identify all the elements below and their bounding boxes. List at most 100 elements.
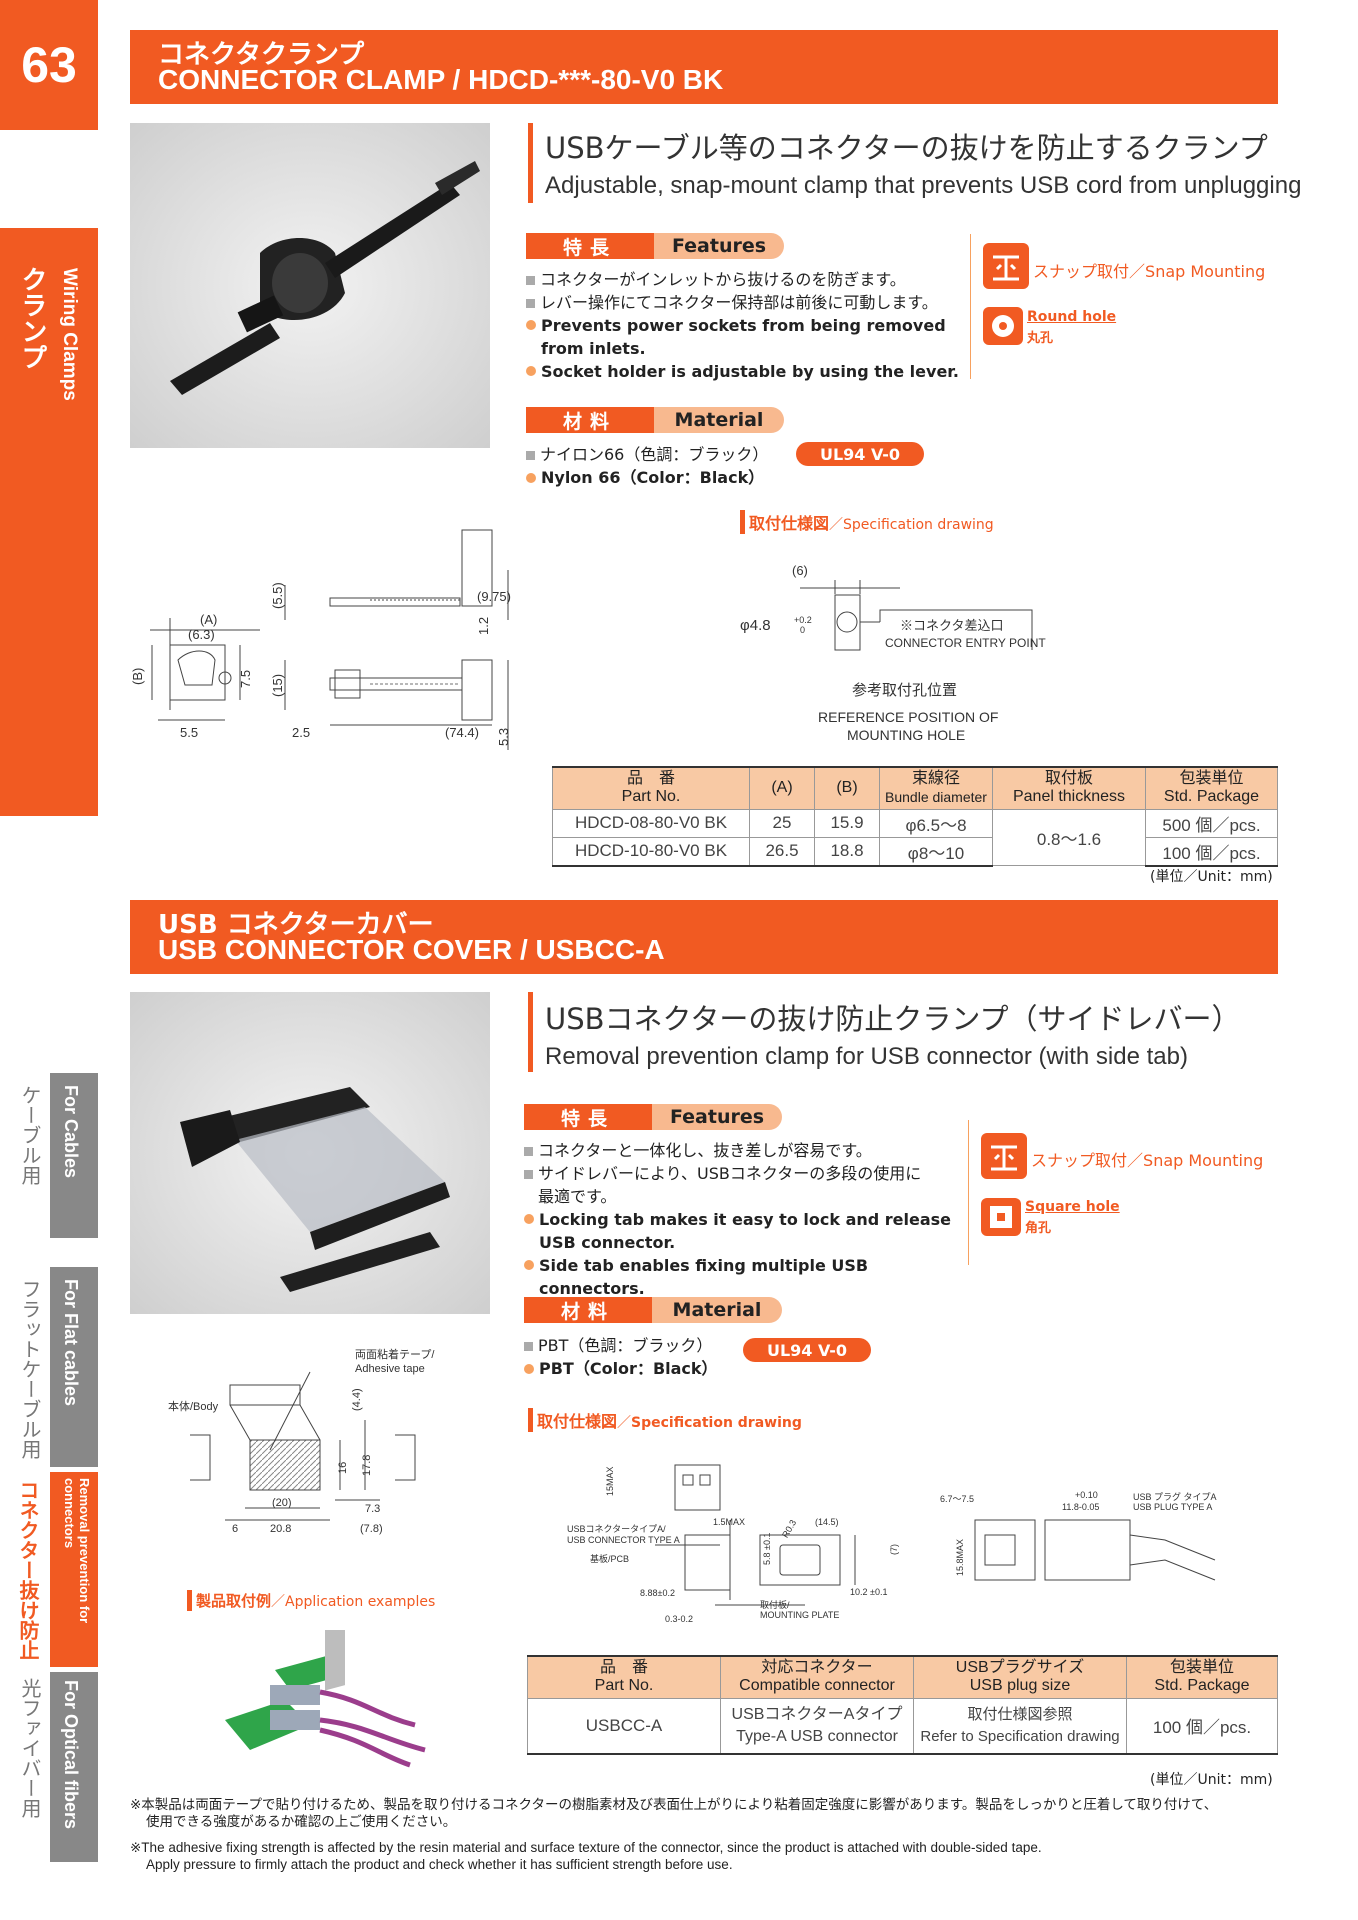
- section2-headline-en: Removal prevention clamp for USB connect…: [545, 1043, 1188, 1070]
- section1-hole-en: Round hole: [1027, 309, 1117, 325]
- svg-text:本体/Body: 本体/Body: [168, 1399, 219, 1413]
- svg-text:USB CONNECTOR TYPE A: USB CONNECTOR TYPE A: [567, 1535, 680, 1545]
- svg-text:(6): (6): [792, 563, 808, 578]
- connector-clamp-image: [130, 123, 490, 448]
- tab-for-cables-en: For Cables: [61, 1085, 81, 1179]
- section2-title-en: USB CONNECTOR COVER / USBCC-A: [158, 934, 665, 965]
- svg-text:(7): (7): [889, 1544, 899, 1555]
- tab-for-flat-cables-en: For Flat cables: [61, 1279, 81, 1407]
- svg-text:MOUNTING HOLE: MOUNTING HOLE: [847, 727, 965, 743]
- svg-text:8.88±0.2: 8.88±0.2: [640, 1588, 675, 1598]
- svg-text:基板/PCB: 基板/PCB: [590, 1553, 629, 1564]
- section2-headline-jp: USBコネクターの抜け防止クランプ（サイドレバー）: [545, 1002, 1241, 1036]
- svg-text:15.8MAX: 15.8MAX: [955, 1539, 965, 1576]
- list-item: Prevents power sockets from being remove…: [526, 314, 966, 360]
- section1-dimension-drawing: (A) (6.3) (B) (5.5) 1.2 (9.75) 7.5 (15) …: [130, 529, 511, 750]
- svg-text:0.3-0.2: 0.3-0.2: [665, 1614, 693, 1624]
- section1-product-photo: [130, 123, 490, 448]
- svg-text:(B): (B): [130, 668, 145, 685]
- section2-spec-label: 取付仕様図／Specification drawing: [528, 1408, 802, 1432]
- svg-text:7.3: 7.3: [365, 1503, 380, 1515]
- svg-text:(14.5): (14.5): [815, 1517, 839, 1527]
- table-row: HDCD-10-80-V0 BK 26.5 18.8 φ8〜10 100 個／p…: [552, 836, 1278, 867]
- section1-material: ナイロン66（色調：ブラック） Nylon 66（Color：Black）: [526, 443, 768, 489]
- side-tab: クランプ Wiring Clamps: [0, 228, 98, 816]
- tab-for-flat-cables[interactable]: フラットケーブル用 For Flat cables: [0, 1267, 98, 1467]
- section1-spec-drawing: (6) φ4.8 +0.2 0 ※コネクタ差込口 CONNECTOR ENTRY…: [740, 563, 1046, 743]
- svg-text:USB プラグ タイプA: USB プラグ タイプA: [1133, 1491, 1217, 1502]
- snap-mounting-icon: [981, 1133, 1027, 1179]
- section1-title-jp: コネクタクランプ: [158, 40, 365, 70]
- side-tab-jp: クランプ: [17, 266, 47, 370]
- svg-text:1.5MAX: 1.5MAX: [713, 1517, 745, 1527]
- footnotes: ※本製品は両面テープで貼り付けるため、製品を取り付けるコネクターの樹脂素材及び表…: [130, 1797, 1218, 1872]
- section2-product-photo: [130, 992, 490, 1314]
- section2-app-label: 製品取付例／Application examples: [187, 1590, 435, 1611]
- svg-text:(7.8): (7.8): [360, 1523, 383, 1535]
- svg-text:20.8: 20.8: [270, 1523, 291, 1535]
- section1-headline-en: Adjustable, snap-mount clamp that preven…: [545, 172, 1302, 199]
- svg-text:16: 16: [337, 1462, 349, 1474]
- svg-text:(4.4): (4.4): [351, 1388, 363, 1411]
- svg-text:17.8: 17.8: [361, 1455, 373, 1476]
- svg-text:(6.3): (6.3): [188, 627, 215, 642]
- svg-text:+0.10: +0.10: [1075, 1490, 1098, 1500]
- svg-text:USBコネクタータイプA/: USBコネクタータイプA/: [567, 1524, 666, 1534]
- svg-text:R0.3: R0.3: [780, 1518, 798, 1539]
- section2-features-list: コネクターと一体化し、抜き差しが容易です。 サイドレバーにより、USBコネクター…: [524, 1139, 964, 1300]
- section1-snap-label: スナップ取付／Snap Mounting: [1033, 262, 1266, 281]
- tab-for-cables[interactable]: ケーブル用 For Cables: [0, 1073, 98, 1238]
- svg-text:6.7〜7.5: 6.7〜7.5: [940, 1494, 974, 1504]
- svg-text:6: 6: [232, 1523, 238, 1535]
- section1-features-list: コネクターがインレットから抜けるのを防ぎます。 レバー操作にてコネクター保持部は…: [526, 268, 966, 383]
- section1-title-en: CONNECTOR CLAMP / HDCD-***-80-V0 BK: [158, 64, 724, 95]
- svg-text:5.3: 5.3: [496, 728, 511, 746]
- section2-header: USB コネクターカバー USB CONNECTOR COVER / USBCC…: [130, 900, 1278, 974]
- tab-removal-prevention-jp: コネクター抜け防止: [16, 1480, 40, 1660]
- tab-for-flat-cables-jp: フラットケーブル用: [18, 1279, 42, 1459]
- section2-body-drawing: 両面粘着テープ/ Adhesive tape 本体/Body (4.4) 16 …: [168, 1347, 435, 1535]
- list-item: 最適です。: [538, 1187, 617, 1206]
- svg-text:USB PLUG TYPE A: USB PLUG TYPE A: [1133, 1502, 1212, 1512]
- svg-text:(20): (20): [272, 1497, 292, 1509]
- section2-features-label: 特長 Features: [524, 1104, 782, 1130]
- section1-hole-jp: 丸孔: [1027, 331, 1054, 346]
- svg-text:7.5: 7.5: [238, 670, 253, 688]
- table-row: HDCD-08-80-V0 BK 25 15.9 φ6.5〜8 0.8〜1.6 …: [552, 808, 1278, 866]
- tab-removal-prevention-en: Removal prevention for connectors: [62, 1478, 92, 1624]
- section1-header: コネクタクランプ CONNECTOR CLAMP / HDCD-***-80-V…: [130, 30, 1278, 104]
- section1-material-label: 材料 Material: [526, 407, 784, 433]
- svg-text:(15): (15): [270, 674, 285, 697]
- svg-text:両面粘着テープ/: 両面粘着テープ/: [355, 1347, 435, 1361]
- svg-text:15MAX: 15MAX: [605, 1466, 615, 1496]
- list-item: Socket holder is adjustable by using the…: [526, 360, 966, 383]
- section1-ul-badge: UL94 V-0: [796, 442, 924, 466]
- svg-text:参考取付孔位置: 参考取付孔位置: [852, 682, 957, 699]
- svg-text:Adhesive tape: Adhesive tape: [355, 1363, 425, 1375]
- section2-snap-label: スナップ取付／Snap Mounting: [1031, 1151, 1264, 1170]
- tab-for-optical-fibers[interactable]: 光ファイバー用 For Optical fibers: [0, 1672, 98, 1862]
- section2-hole-jp: 角孔: [1025, 1221, 1052, 1236]
- svg-text:5.5: 5.5: [180, 725, 198, 740]
- section2-spec-drawing: 15MAX USBコネクタータイプA/ USB CONNECTOR TYPE A…: [567, 1464, 1217, 1624]
- list-item: Locking tab makes it easy to lock and re…: [524, 1208, 964, 1254]
- application-example-image: [225, 1630, 426, 1768]
- svg-text:(74.4): (74.4): [445, 725, 479, 740]
- usb-cover-image: [130, 992, 490, 1314]
- svg-text:10.2 ±0.1: 10.2 ±0.1: [850, 1587, 887, 1597]
- section2-ul-badge: UL94 V-0: [743, 1338, 871, 1362]
- list-item: コネクターがインレットから抜けるのを防ぎます。: [526, 268, 966, 291]
- section2-title-jp: USB コネクターカバー: [158, 910, 434, 940]
- svg-text:2.5: 2.5: [292, 725, 310, 740]
- tab-removal-prevention[interactable]: コネクター抜け防止 Removal prevention for connect…: [0, 1472, 98, 1667]
- list-item: コネクターと一体化し、抜き差しが容易です。: [524, 1139, 964, 1162]
- section1-headline-jp: USBケーブル等のコネクターの抜けを防止するクランプ: [545, 131, 1268, 165]
- page-number: 63: [0, 0, 98, 130]
- svg-text:CONNECTOR ENTRY POINT: CONNECTOR ENTRY POINT: [885, 636, 1046, 650]
- section2-material-label: 材料 Material: [524, 1297, 782, 1323]
- tab-for-optical-fibers-en: For Optical fibers: [61, 1680, 81, 1830]
- svg-text:取付板/: 取付板/: [760, 1599, 790, 1610]
- section1-spec-label: 取付仕様図／Specification drawing: [740, 510, 994, 534]
